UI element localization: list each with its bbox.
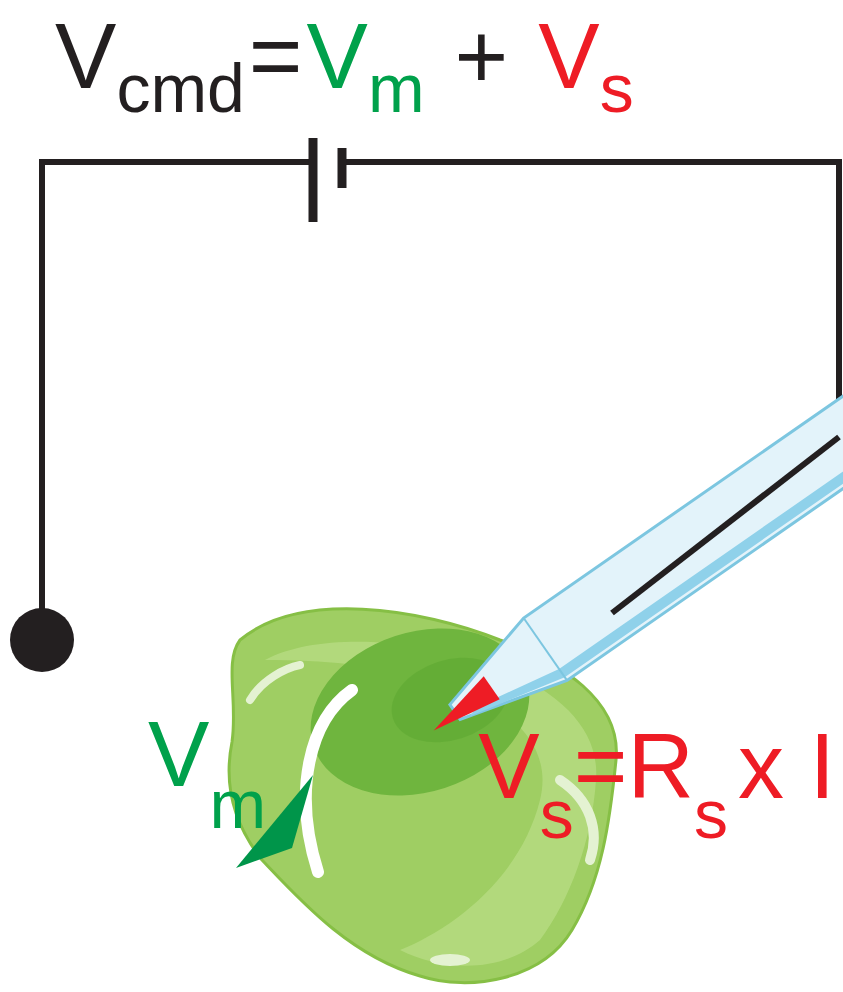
battery-short-plate bbox=[338, 148, 347, 188]
voltage-symbol: V bbox=[148, 708, 209, 800]
pipette bbox=[410, 316, 843, 760]
plus-sign: + bbox=[455, 10, 509, 102]
voltage-symbol: V bbox=[55, 10, 116, 102]
pipette-shoulder bbox=[524, 618, 567, 680]
subscript: m bbox=[209, 770, 266, 838]
subscript: m bbox=[368, 54, 425, 122]
current-term: x I bbox=[738, 720, 835, 812]
battery-long-plate bbox=[309, 138, 318, 222]
pipette-glass bbox=[433, 316, 843, 744]
cell-highlight bbox=[250, 665, 300, 700]
pipette-wall bbox=[468, 353, 843, 734]
equals-sign: = bbox=[249, 10, 303, 102]
voltage-symbol: V bbox=[307, 10, 368, 102]
subscript: s bbox=[600, 54, 634, 122]
ground-electrode bbox=[10, 608, 74, 672]
resistance-symbol: =R bbox=[574, 720, 694, 812]
subscript: s bbox=[540, 780, 574, 848]
subscript: s bbox=[694, 780, 728, 848]
voltage-symbol: V bbox=[538, 10, 599, 102]
voltage-symbol: V bbox=[478, 720, 539, 812]
electrode-wire bbox=[612, 437, 839, 613]
cell-highlight bbox=[306, 690, 352, 872]
subscript: cmd bbox=[116, 54, 244, 122]
ground-wire bbox=[42, 162, 313, 612]
pipette-wire bbox=[342, 162, 839, 437]
cell-highlight bbox=[430, 954, 470, 966]
cell-shading bbox=[265, 642, 596, 966]
